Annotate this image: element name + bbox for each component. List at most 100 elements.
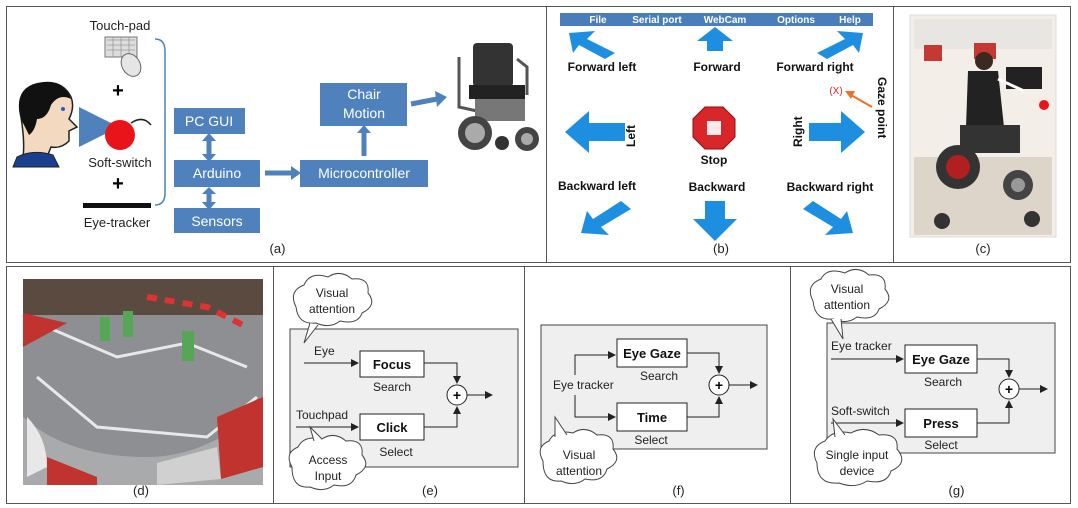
wheelchair-image [457,43,539,151]
panel-g-input-soft-switch: Soft-switch [831,404,890,418]
backward-right-label: Backward right [787,180,874,194]
backward-right-arrow-icon[interactable] [803,201,853,235]
soft-switch-icon [105,118,152,150]
panel-c-caption: (c) [975,241,991,256]
panel-e-cloud-top-tail [303,322,319,344]
panel-f-dwell-method: Eye tracker Eye Gaze Search Time Select … [524,266,791,504]
forward-right-arrow-icon[interactable] [817,31,863,59]
panel-f-cloud-1: Visual [563,448,595,462]
gaze-point-arrow [850,94,873,108]
menu-file[interactable]: File [589,15,607,26]
eye-tracker-label: Eye-tracker [84,215,151,230]
panel-e-input-eye: Eye [314,344,335,358]
touchpad-icon [104,36,142,77]
panel-f-cloud-tail [554,415,568,437]
panel-b-diagram: File Serial port WebCam Options Help For… [558,13,889,241]
chair-motion-label-2: Motion [343,105,385,121]
panel-b-gui: File Serial port WebCam Options Help For… [546,6,894,263]
panel-g-cloud-bottom [813,429,903,487]
panel-e-diagram: Visual attention Eye Focus Search Touchp… [288,273,519,491]
forward-right-label: Forward right [776,60,853,74]
left-arrow-icon[interactable] [565,111,625,153]
stop-button[interactable] [692,106,736,150]
backward-arrow-icon[interactable] [693,201,737,241]
panel-a-diagram: Touch-pad + Soft-switch + Eye-tracker PC… [12,18,539,233]
menu-options[interactable]: Options [777,15,815,26]
panel-d-caption: (d) [133,483,149,498]
forward-left-arrow-icon[interactable] [569,31,615,59]
panel-g-caption: (g) [948,483,965,498]
panel-e-focus-label: Focus [373,357,411,372]
forward-left-label: Forward left [568,60,637,74]
hand-icon [707,121,721,135]
panel-e-select-to-sum [424,406,461,428]
panel-e-cloud-top-1: Visual [316,286,348,300]
panel-f-time-to-sum [687,396,723,418]
panel-e-search-label: Search [373,380,411,394]
panel-f-plus: + [715,377,723,393]
panel-e-search-to-sum [424,362,461,384]
plus-sign-1: + [112,80,124,102]
microcontroller-label: Microcontroller [318,165,410,181]
forward-label: Forward [693,60,740,74]
user-head-icon [12,81,79,168]
sensors-label: Sensors [191,213,242,229]
panel-f-search-label: Search [640,369,678,383]
right-arrow-icon[interactable] [809,111,865,153]
left-label: Left [624,125,638,147]
backward-left-arrow-icon[interactable] [581,201,631,235]
input-bracket [154,38,166,206]
pc-gui-box [174,108,245,134]
panel-a-caption: (a) [269,241,286,256]
forward-arrow-icon[interactable] [697,27,733,51]
panel-f-time-box [616,402,688,432]
stop-label: Stop [701,153,728,167]
panel-f-input-to-time [574,395,616,421]
menu-bar [560,13,873,26]
panel-e-input-touchpad: Touchpad [296,408,348,422]
panel-e-cloud-bottom-2: Input [315,469,342,483]
panel-f-cloud-2: attention [556,464,602,478]
menu-help[interactable]: Help [839,15,861,26]
panel-f-caption: (f) [672,483,685,498]
chair-motion-box [320,83,407,126]
panel-f-time-label: Time [637,410,667,425]
panel-f-diagram: Eye tracker Eye Gaze Search Time Select … [539,324,768,485]
panel-d-photo: (d) [6,266,274,504]
touchpad-label: Touch-pad [90,18,151,33]
microcontroller-box [300,160,428,187]
panel-g-diagram: Visual attention Eye tracker Eye Gaze Se… [809,269,1056,487]
panel-f-cloud [539,429,618,485]
plus-sign-2: + [112,173,124,195]
panel-e-cloud-bottom-1: Access [309,453,348,467]
panel-f-select-label: Select [634,433,668,447]
panel-e-caption: (e) [422,483,438,498]
arduino-label: Arduino [193,165,241,181]
right-label: Right [791,116,805,147]
backward-left-label: Backward left [558,179,636,193]
menu-serial-port[interactable]: Serial port [632,15,682,26]
panel-f-input-to-gaze [574,351,616,375]
panel-e-cloud-top [292,273,373,327]
sensors-box [174,208,260,233]
panel-c-photo: (c) [893,6,1071,263]
panel-g-soft-switch-method: Visual attention Eye tracker Eye Gaze Se… [790,266,1071,504]
gaze-marker: (X) [829,86,842,97]
panel-g-cloud-bottom-1: Single input [826,448,889,462]
panel-g-cloud-top-tail [830,318,844,340]
gaze-point-label: Gaze point [875,77,889,138]
panel-f-gaze-to-sum [687,352,723,374]
panel-a-arrowheads [202,91,447,210]
panel-g-search-label: Search [924,375,962,389]
panel-g-gaze-to-sum [977,358,1013,378]
panel-e-cloud-top-2: attention [309,302,355,316]
menu-webcam[interactable]: WebCam [704,15,747,26]
pc-gui-label: PC GUI [185,113,233,129]
wheelchair-user-photo [909,14,1057,238]
arduino-box [174,160,260,187]
soft-switch-label: Soft-switch [88,155,152,170]
panel-g-cloud-bottom-2: device [840,464,875,478]
panel-e-click-box [359,413,425,441]
panel-e-click-label: Click [376,420,408,435]
panel-e-touchpad-method: Visual attention Eye Focus Search Touchp… [273,266,525,504]
